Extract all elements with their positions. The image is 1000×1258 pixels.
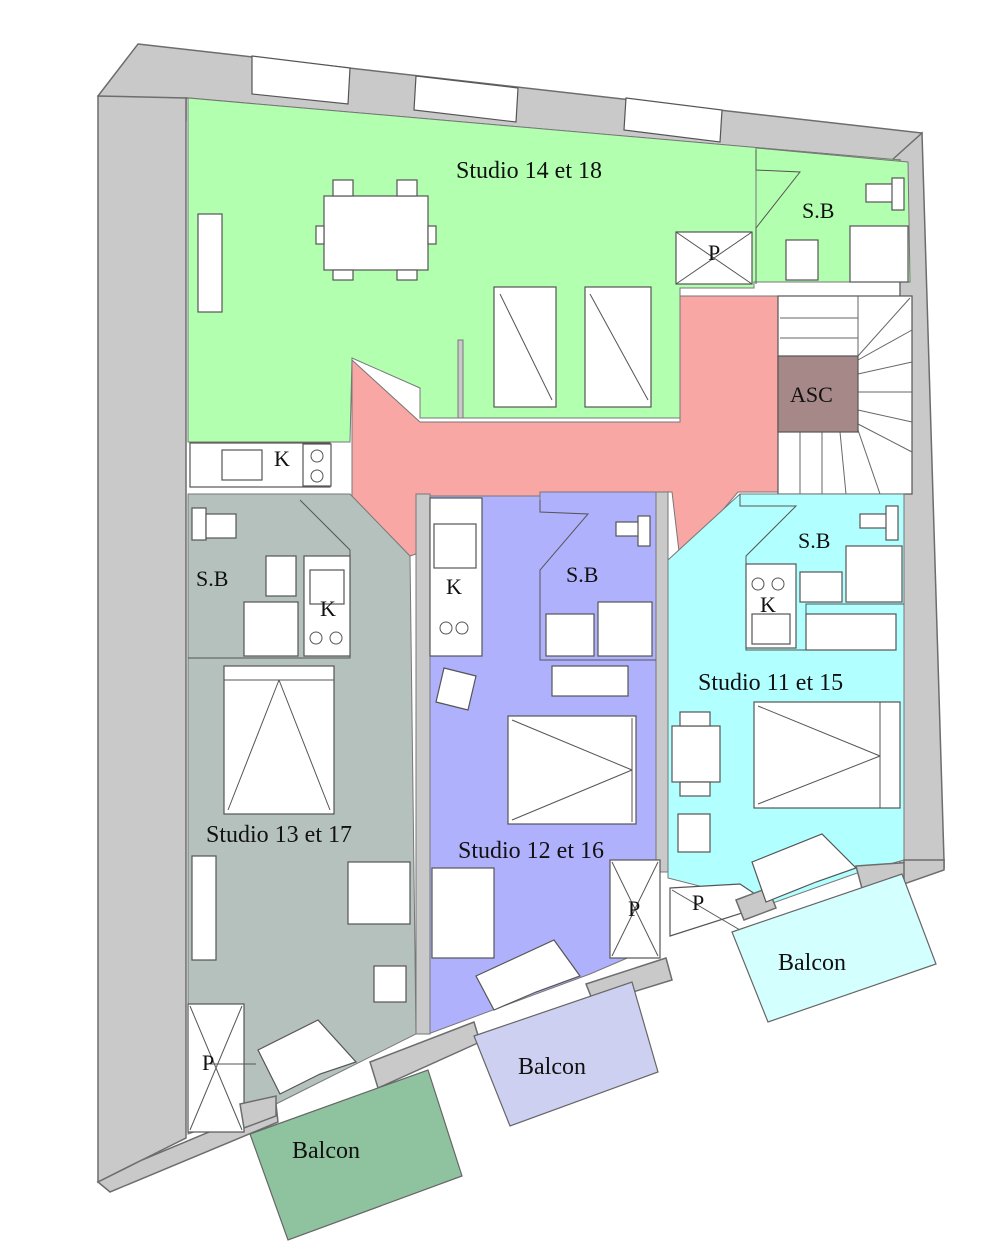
- studio-11-15-label: Studio 11 et 15: [698, 670, 843, 696]
- washbasin-right-2: [799, 571, 843, 603]
- chair-right-2: [677, 813, 711, 853]
- kitchen-top-sink: [221, 449, 263, 481]
- left-wall: [97, 95, 187, 1184]
- chair-right: [679, 711, 711, 727]
- k-left-label: K: [320, 596, 336, 621]
- kitchen-left-sink: [309, 569, 345, 605]
- washbasin-middle-2: [545, 613, 595, 657]
- facade-right-post: [903, 859, 945, 886]
- shower-middle: [597, 601, 653, 657]
- chair-middle: [435, 667, 477, 711]
- balcon-right-label: Balcon: [778, 950, 846, 976]
- washbasin-middle: [637, 515, 651, 547]
- toilet-left: [191, 507, 207, 541]
- chair: [396, 179, 418, 197]
- facade-wall-left: [239, 1095, 277, 1130]
- chair: [427, 225, 437, 245]
- window-top-1: [251, 55, 351, 105]
- k-right-label: K: [760, 592, 776, 617]
- k-top-label: K: [274, 446, 290, 471]
- shower-right: [845, 545, 903, 603]
- kitchen-middle-sink: [433, 523, 477, 569]
- asc-label: ASC: [790, 382, 833, 407]
- bed-left: [223, 665, 335, 815]
- p-right-label: P: [692, 890, 704, 915]
- washbasin-left: [265, 555, 297, 597]
- toilet-top: [865, 183, 895, 203]
- kitchen-right-sink: [751, 613, 791, 645]
- studio-12-16-label: Studio 12 et 16: [458, 838, 604, 864]
- sb-top-partition: [755, 150, 801, 284]
- shower-sb-top: [849, 225, 909, 283]
- balcon-middle-label: Balcon: [518, 1054, 586, 1080]
- studio-14-18-label: Studio 14 et 18: [456, 158, 602, 184]
- balcon-middle-area: [473, 981, 659, 1127]
- balcon-left-area: [249, 1069, 463, 1241]
- table-middle: [431, 867, 495, 959]
- asc-elevator: [777, 355, 859, 433]
- sofa-left: [191, 855, 217, 961]
- toilet-left-tank: [205, 513, 237, 539]
- sb-middle-label: S.B: [566, 562, 598, 587]
- table-left: [347, 861, 411, 925]
- p-middle-label: P: [628, 896, 640, 921]
- stair-steps: [780, 296, 913, 495]
- chair: [332, 269, 354, 281]
- sb-right-label: S.B: [798, 528, 830, 553]
- balcony-door-middle: [475, 939, 581, 1011]
- balcon-right-area: [731, 873, 937, 1023]
- balcony-door-left: [257, 1019, 358, 1095]
- sink-sb-top: [785, 239, 819, 281]
- kitchen-top-hob: [302, 443, 332, 487]
- balcony-door-right: [751, 833, 858, 903]
- shower-left: [243, 601, 299, 657]
- sb-top-label: S.B: [802, 198, 834, 223]
- k-middle-label: K: [446, 574, 462, 599]
- sb-left-label: S.B: [196, 566, 228, 591]
- bed-right: [753, 701, 901, 809]
- chair: [332, 179, 354, 197]
- sb-middle-partition: [539, 500, 656, 661]
- balcon-left-label: Balcon: [292, 1138, 360, 1164]
- dining-table: [323, 195, 429, 271]
- chair-left: [373, 965, 407, 1003]
- chair-right: [679, 781, 711, 797]
- desk-right: [805, 613, 897, 651]
- p-top-label: P: [708, 240, 720, 265]
- window-top-2: [413, 75, 519, 123]
- chair: [396, 269, 418, 281]
- p-left-label: P: [202, 1050, 214, 1075]
- desk-middle: [551, 665, 629, 697]
- sofa-top: [197, 213, 223, 313]
- washbasin-top: [891, 177, 905, 211]
- table-right: [671, 725, 721, 783]
- bed-top-2: [584, 286, 652, 408]
- bed-middle: [507, 715, 637, 825]
- chair: [315, 225, 325, 245]
- window-top-3: [623, 97, 723, 143]
- studio-13-17-label: Studio 13 et 17: [206, 822, 352, 848]
- washbasin-right: [885, 505, 899, 541]
